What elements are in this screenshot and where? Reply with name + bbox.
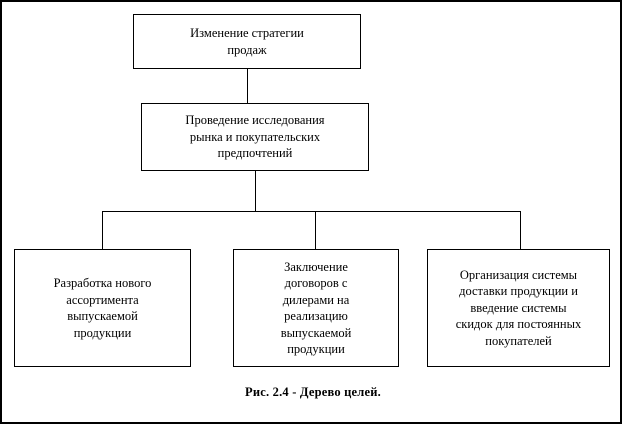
connector-root-to-research xyxy=(247,68,248,104)
connector-bus-horizontal xyxy=(102,211,521,212)
diagram-node-leaf-1: Разработка нового ассортимента выпускаем… xyxy=(14,249,191,367)
connector-bus-to-leaf-2 xyxy=(315,211,316,250)
connector-research-to-bus xyxy=(255,170,256,211)
connector-bus-to-leaf-3 xyxy=(520,211,521,250)
diagram-node-leaf-3-label: Организация системы доставки продукции и… xyxy=(455,267,582,348)
diagram-node-research: Проведение исследования рынка и покупате… xyxy=(141,103,369,171)
diagram-node-leaf-2: Заключение договоров с дилерами на реали… xyxy=(233,249,399,367)
figure-caption: Рис. 2.4 - Дерево целей. xyxy=(245,385,381,399)
diagram-node-root-label: Изменение стратегии продаж xyxy=(190,26,304,57)
diagram-node-root: Изменение стратегии продаж xyxy=(133,14,361,69)
diagram-node-leaf-2-label: Заключение договоров с дилерами на реали… xyxy=(280,259,352,357)
diagram-node-leaf-1-label: Разработка нового ассортимента выпускаем… xyxy=(53,276,152,340)
connector-bus-to-leaf-1 xyxy=(102,211,103,250)
diagram-node-leaf-3: Организация системы доставки продукции и… xyxy=(427,249,610,367)
diagram-node-research-label: Проведение исследования рынка и покупате… xyxy=(185,113,325,161)
